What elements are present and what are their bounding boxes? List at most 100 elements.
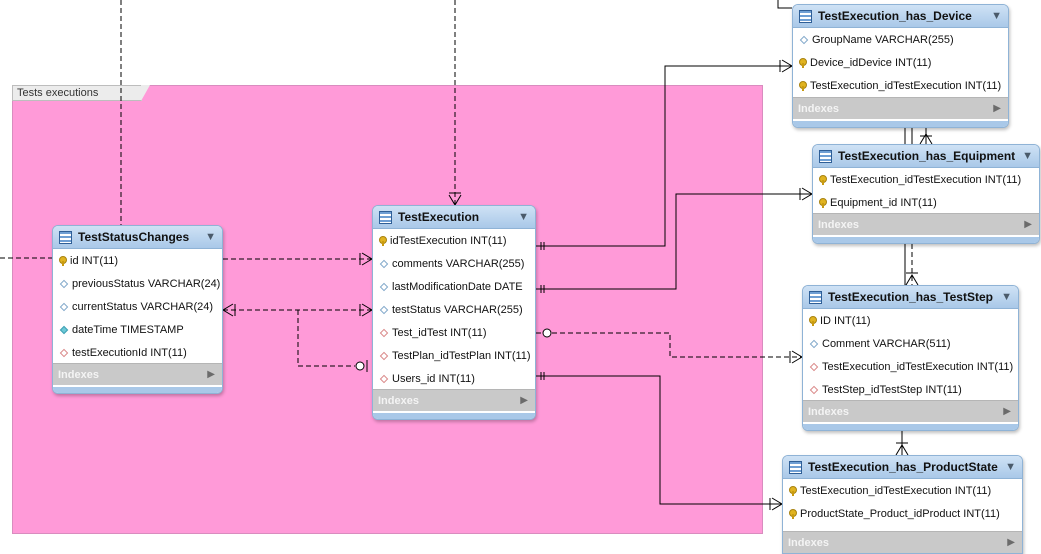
table-title: TestExecution_has_ProductState (808, 460, 998, 474)
table-testexecution-has-device[interactable]: TestExecution_has_Device ▼ GroupName VAR… (792, 4, 1009, 128)
column-list: GroupName VARCHAR(255) Device_idDevice IN… (793, 28, 1008, 97)
relationship-line (536, 332, 802, 358)
layer-label[interactable]: Tests executions (12, 85, 150, 101)
column-row[interactable]: id INT(11) (53, 249, 222, 272)
column-row[interactable]: TestExecution_idTestExecution INT(11) (793, 74, 1008, 97)
table-header[interactable]: TestExecution_has_ProductState ▼ (783, 456, 1022, 479)
column-text: TestStep_idTestStep INT(11) (822, 383, 962, 396)
one-marker (540, 285, 545, 293)
table-testexecution-has-teststep[interactable]: TestExecution_has_TestStep ▼ ID INT(11) C… (802, 285, 1019, 431)
column-row[interactable]: Comment VARCHAR(511) (803, 332, 1018, 355)
table-header[interactable]: TestExecution_has_TestStep ▼ (803, 286, 1018, 309)
collapse-arrow-icon[interactable]: ▼ (991, 10, 1002, 22)
indexes-label: Indexes (818, 218, 859, 231)
crowfoot-marker (905, 272, 919, 286)
indexes-section[interactable]: Indexes ▶ (793, 97, 1008, 119)
collapse-arrow-icon[interactable]: ▼ (518, 211, 529, 223)
expand-arrow-icon[interactable]: ▶ (1003, 406, 1011, 417)
column-text: Users_id INT(11) (392, 372, 475, 385)
indexes-label: Indexes (808, 405, 849, 418)
column-row[interactable]: testStatus VARCHAR(255) (373, 298, 535, 321)
column-row[interactable]: TestPlan_idTestPlan INT(11) (373, 344, 535, 367)
foreign-key-diamond-icon (379, 351, 389, 360)
column-row[interactable]: Test_idTest INT(11) (373, 321, 535, 344)
primary-key-icon (799, 80, 807, 91)
column-diamond-icon (379, 282, 389, 291)
indexes-label: Indexes (58, 368, 99, 381)
foreign-key-diamond-icon (809, 385, 819, 394)
column-row[interactable]: Users_id INT(11) (373, 367, 535, 390)
primary-key-icon (789, 508, 797, 519)
column-row[interactable]: comments VARCHAR(255) (373, 252, 535, 275)
column-diamond-icon (379, 305, 389, 314)
collapse-arrow-icon[interactable]: ▼ (205, 231, 216, 243)
column-row[interactable]: TestExecution_idTestExecution INT(11) (783, 479, 1022, 502)
column-row[interactable]: testExecutionId INT(11) (53, 341, 222, 364)
column-text: Equipment_id INT(11) (830, 196, 937, 209)
table-header[interactable]: TestStatusChanges ▼ (53, 226, 222, 249)
column-row[interactable]: idTestExecution INT(11) (373, 229, 535, 252)
table-title: TestStatusChanges (78, 230, 190, 244)
column-list: TestExecution_idTestExecution INT(11) Equ… (813, 168, 1039, 214)
column-diamond-icon (809, 339, 819, 348)
expand-arrow-icon[interactable]: ▶ (1007, 537, 1015, 548)
column-row[interactable]: TestExecution_idTestExecution INT(11) (803, 355, 1018, 378)
column-row[interactable]: ProductState_Product_idProduct INT(11) (783, 502, 1022, 525)
indexes-label: Indexes (378, 394, 419, 407)
column-text: testStatus VARCHAR(255) (392, 303, 523, 316)
primary-key-icon (799, 57, 807, 68)
column-row[interactable]: ID INT(11) (803, 309, 1018, 332)
collapse-arrow-icon[interactable]: ▼ (1022, 150, 1033, 162)
column-row[interactable]: previousStatus VARCHAR(24) (53, 272, 222, 295)
column-text: ID INT(11) (820, 314, 871, 327)
table-testexecution[interactable]: TestExecution ▼ idTestExecution INT(11)c… (372, 205, 536, 420)
primary-key-icon (379, 235, 387, 246)
relationship-line (777, 0, 792, 9)
crowfoot-marker (222, 303, 236, 317)
indexes-section[interactable]: Indexes ▶ (783, 531, 1022, 553)
foreign-key-diamond-icon (59, 348, 69, 357)
column-text: TestPlan_idTestPlan INT(11) (392, 349, 531, 362)
column-row[interactable]: Equipment_id INT(11) (813, 191, 1039, 214)
table-teststatuschanges[interactable]: TestStatusChanges ▼ id INT(11) previousSt… (52, 225, 223, 394)
indexes-section[interactable]: Indexes ▶ (813, 213, 1039, 235)
table-title: TestExecution_has_TestStep (828, 290, 993, 304)
table-header[interactable]: TestExecution ▼ (373, 206, 535, 229)
expand-arrow-icon[interactable]: ▶ (993, 103, 1001, 114)
column-row[interactable]: lastModificationDate DATE (373, 275, 535, 298)
indexes-section[interactable]: Indexes ▶ (373, 389, 535, 411)
column-text: dateTime TIMESTAMP (72, 323, 184, 336)
table-bottom-strip (53, 387, 222, 393)
one-marker (540, 372, 545, 380)
column-text: currentStatus VARCHAR(24) (72, 300, 214, 313)
column-row[interactable]: GroupName VARCHAR(255) (793, 28, 1008, 51)
collapse-arrow-icon[interactable]: ▼ (1005, 461, 1016, 473)
collapse-arrow-icon[interactable]: ▼ (1001, 291, 1012, 303)
foreign-key-diamond-icon (379, 374, 389, 383)
column-text: TestExecution_idTestExecution INT(11) (810, 79, 1002, 92)
expand-arrow-icon[interactable]: ▶ (207, 369, 215, 380)
expand-arrow-icon[interactable]: ▶ (1024, 219, 1032, 230)
column-row[interactable]: currentStatus VARCHAR(24) (53, 295, 222, 318)
column-text: TestExecution_idTestExecution INT(11) (830, 173, 1022, 186)
table-icon (819, 149, 832, 163)
column-row[interactable]: Device_idDevice INT(11) (793, 51, 1008, 74)
not-null-diamond-icon (59, 325, 69, 334)
column-row[interactable]: dateTime TIMESTAMP (53, 318, 222, 341)
table-testexecution-has-productstate[interactable]: TestExecution_has_ProductState ▼ TestExe… (782, 455, 1023, 554)
column-text: id INT(11) (70, 254, 119, 267)
table-header[interactable]: TestExecution_has_Device ▼ (793, 5, 1008, 28)
table-header[interactable]: TestExecution_has_Equipment ▼ (813, 145, 1039, 168)
relationship-line (297, 310, 355, 367)
column-row[interactable]: TestExecution_idTestExecution INT(11) (813, 168, 1039, 191)
indexes-section[interactable]: Indexes ▶ (803, 400, 1018, 422)
column-text: Comment VARCHAR(511) (822, 337, 951, 350)
column-list: id INT(11) previousStatus VARCHAR(24) curr… (53, 249, 222, 364)
table-testexecution-has-equipment[interactable]: TestExecution_has_Equipment ▼ TestExecut… (812, 144, 1040, 244)
indexes-section[interactable]: Indexes ▶ (53, 363, 222, 385)
expand-arrow-icon[interactable]: ▶ (520, 395, 528, 406)
column-row[interactable]: TestStep_idTestStep INT(11) (803, 378, 1018, 401)
column-text: Device_idDevice INT(11) (810, 56, 932, 69)
